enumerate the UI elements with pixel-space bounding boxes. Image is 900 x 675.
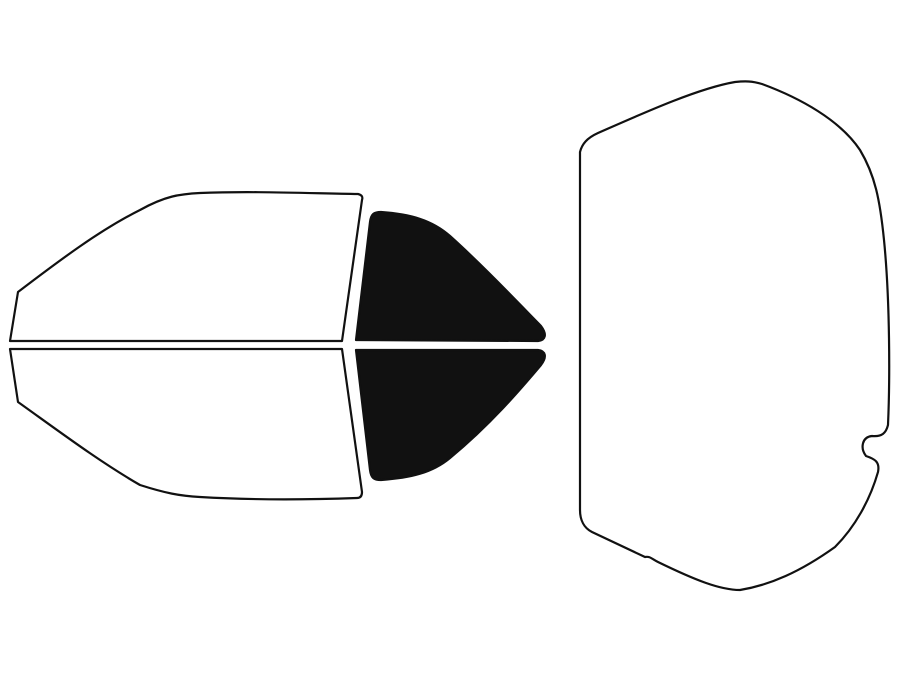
front-right-window [8, 347, 364, 501]
rear-left-window [354, 210, 546, 343]
front-left-window [8, 191, 364, 343]
rear-windshield [578, 80, 891, 592]
rear-right-window [354, 348, 546, 482]
